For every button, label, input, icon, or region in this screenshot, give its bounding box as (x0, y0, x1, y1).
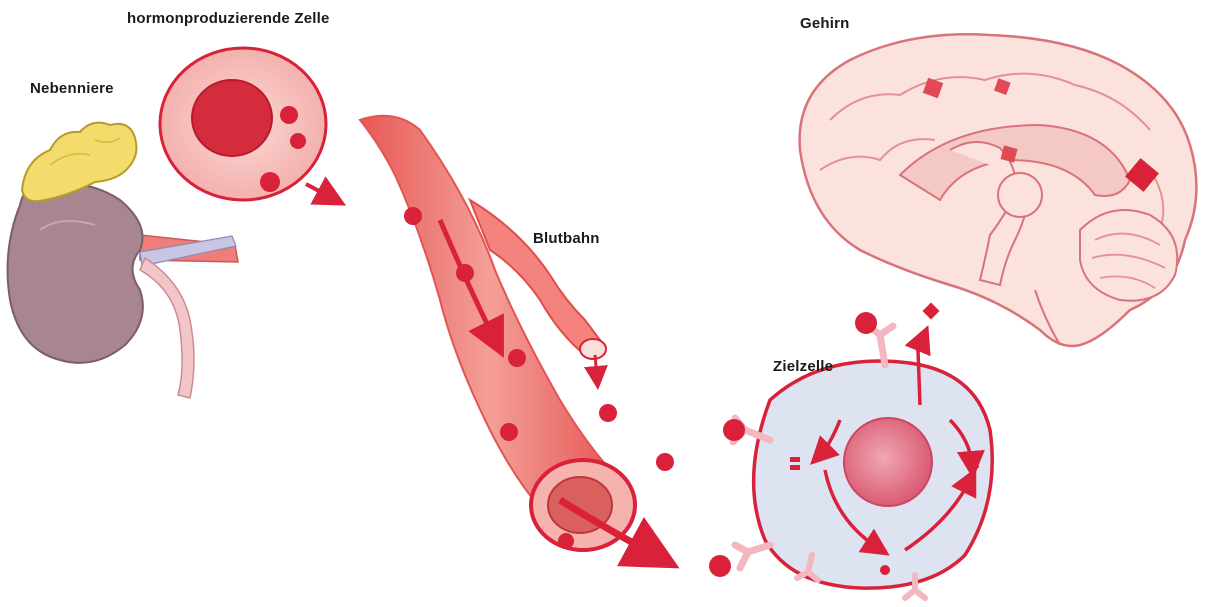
hormone-molecule (558, 533, 574, 549)
hormone-granule (280, 106, 298, 124)
hormone-molecule (500, 423, 518, 441)
hormone-molecule (404, 207, 422, 225)
brain-label: Gehirn (800, 15, 850, 32)
kidney-illustration (8, 184, 238, 398)
hormone-molecule (508, 349, 526, 367)
target-cell-nucleus (844, 418, 932, 506)
bloodstream-label: Blutbahn (533, 230, 600, 247)
target-cell (709, 303, 992, 598)
adrenal-gland-illustration (22, 123, 136, 202)
bound-hormone (855, 312, 877, 334)
flow-arrow (595, 355, 597, 378)
hormone-molecule (456, 264, 474, 282)
hormone-granule (290, 133, 306, 149)
receptor (735, 545, 770, 568)
cell-nucleus (192, 80, 272, 156)
blood-vessel (360, 116, 674, 555)
hormone-granule (260, 172, 280, 192)
brain-illustration (800, 34, 1197, 346)
secretion-arrow (306, 184, 332, 198)
bound-hormone (709, 555, 731, 577)
bound-hormone (723, 419, 745, 441)
hormone-producing-cell (160, 48, 332, 200)
hormone-marker (923, 303, 940, 320)
hormone-molecule (656, 453, 674, 471)
hormone-molecule (599, 404, 617, 422)
adrenal-gland-label: Nebenniere (30, 80, 114, 97)
target-cell-label: Zielzelle (773, 358, 833, 375)
hormone-cell-label: hormonproduzierende Zelle (127, 10, 330, 27)
